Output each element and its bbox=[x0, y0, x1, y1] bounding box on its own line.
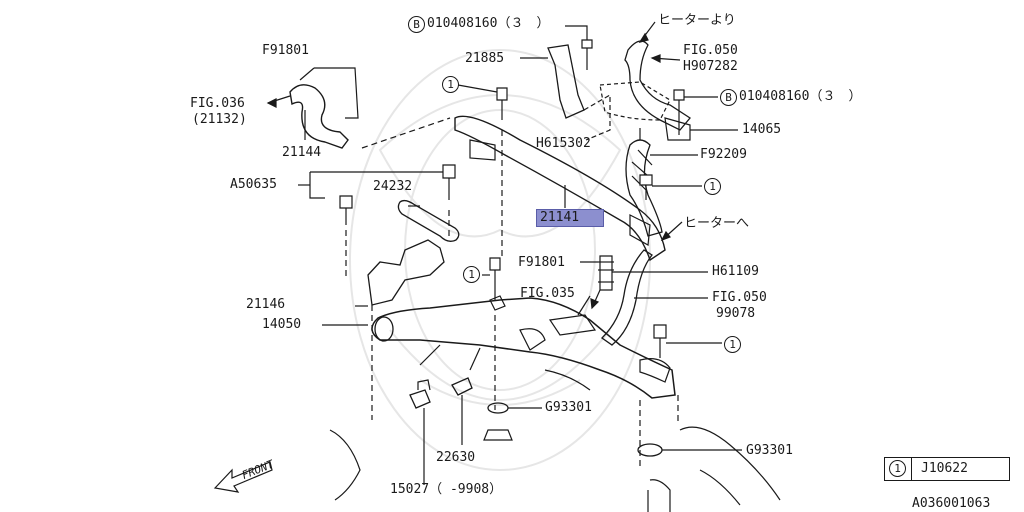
label-h907282: H907282 bbox=[683, 59, 738, 74]
sensor-22630 bbox=[451, 377, 473, 396]
front-arrow bbox=[213, 461, 273, 493]
label-f91801-mid: F91801 bbox=[518, 255, 565, 270]
hose-21144 bbox=[289, 84, 349, 149]
bracket-21885 bbox=[547, 44, 585, 119]
label-21146: 21146 bbox=[246, 297, 286, 312]
b-marker-right: B bbox=[720, 89, 737, 106]
label-heater-from: ヒーターより bbox=[658, 13, 736, 28]
label-bolt-010408160-top: 010408160（３ ） bbox=[427, 16, 550, 31]
label-21132: (21132) bbox=[192, 112, 247, 127]
marker-1-d: 1 bbox=[724, 336, 741, 353]
label-21885: 21885 bbox=[465, 51, 505, 66]
bracket-24232 bbox=[397, 199, 460, 242]
hose-h61109 bbox=[600, 249, 653, 346]
label-14050: 14050 bbox=[262, 317, 302, 332]
label-h615302: H615302 bbox=[536, 136, 591, 151]
label-24232: 24232 bbox=[373, 179, 413, 194]
label-fig050-top: FIG.050 bbox=[683, 43, 738, 58]
label-14065: 14065 bbox=[742, 122, 782, 137]
label-99078: 99078 bbox=[716, 306, 756, 321]
legend-marker-cell: 1 bbox=[885, 458, 912, 480]
label-fig036: FIG.036 bbox=[190, 96, 245, 111]
marker-1-b: 1 bbox=[704, 178, 721, 195]
marker-1-a: 1 bbox=[442, 76, 459, 93]
hose-f92209 bbox=[625, 139, 663, 237]
label-g93301-a: G93301 bbox=[545, 400, 592, 415]
label-22630: 22630 bbox=[436, 450, 476, 465]
bracket-21146 bbox=[367, 239, 445, 306]
label-heater-to: ヒーターへ bbox=[684, 216, 750, 231]
legend-marker-1: 1 bbox=[889, 460, 906, 477]
heater-hose-upper bbox=[624, 40, 691, 131]
legend-box: 1 J10622 bbox=[884, 457, 1010, 481]
label-15027: 15027（ -9908） bbox=[390, 482, 503, 497]
label-21144: 21144 bbox=[282, 145, 322, 160]
label-f92209: F92209 bbox=[700, 147, 747, 162]
marker-1-c: 1 bbox=[463, 266, 480, 283]
label-a50635: A50635 bbox=[230, 177, 277, 192]
pipe-21141 bbox=[454, 115, 666, 262]
label-f91801-top: F91801 bbox=[262, 43, 309, 58]
label-fig050-mid: FIG.050 bbox=[712, 290, 767, 305]
legend-code: J10622 bbox=[921, 461, 968, 476]
guide-dash-21144 bbox=[361, 117, 451, 149]
gasket-g93301-b bbox=[637, 443, 663, 457]
label-21141-highlighted[interactable]: 21141 bbox=[536, 209, 604, 227]
sensor-15027 bbox=[409, 389, 431, 409]
label-bolt-010408160-right: 010408160（３ ） bbox=[739, 89, 862, 104]
reference-code: A036001063 bbox=[912, 496, 991, 511]
pipe-14050 bbox=[371, 297, 676, 399]
label-g93301-b: G93301 bbox=[746, 443, 793, 458]
label-h61109: H61109 bbox=[712, 264, 759, 279]
b-marker-top: B bbox=[408, 16, 425, 33]
label-fig035: FIG.035 bbox=[520, 286, 575, 301]
